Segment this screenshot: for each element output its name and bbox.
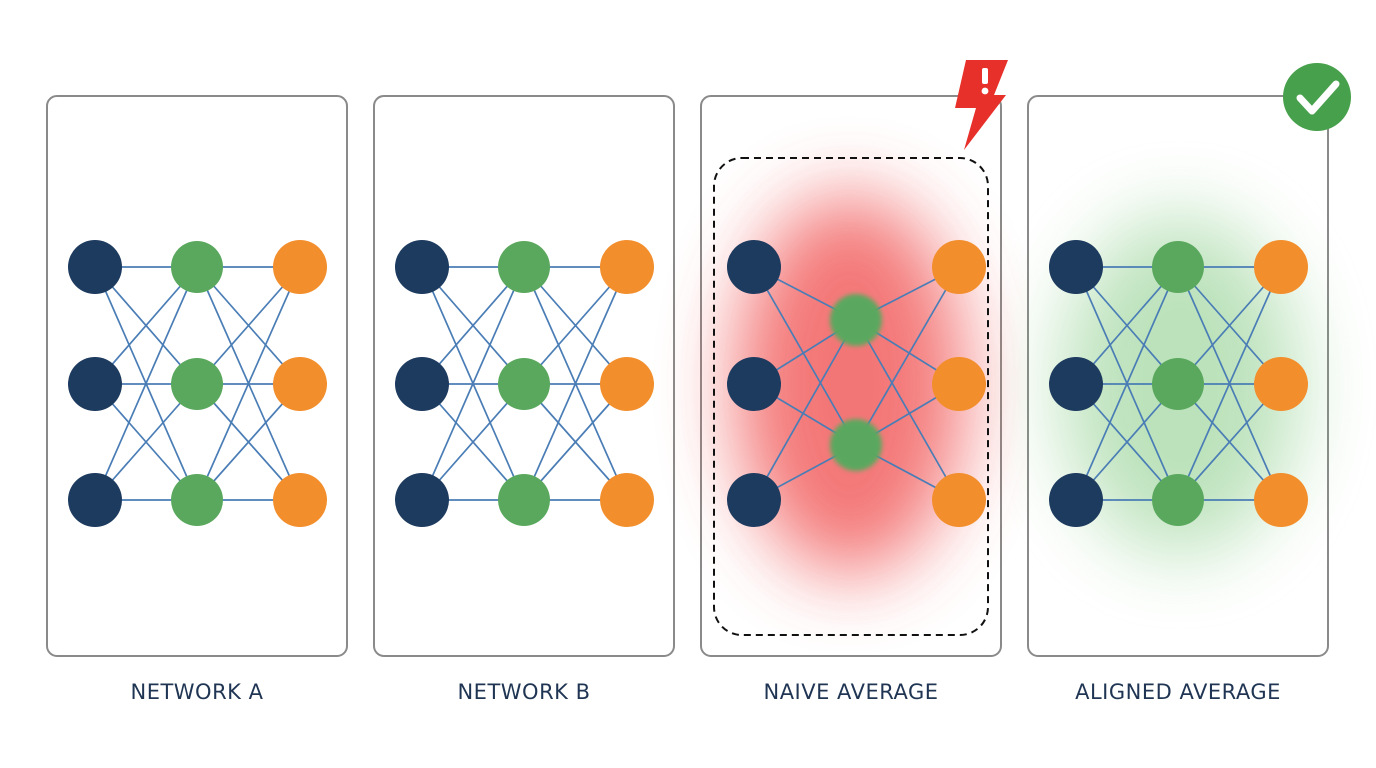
input-node (395, 357, 449, 411)
input-node (68, 357, 122, 411)
input-node (395, 240, 449, 294)
edge (196, 266, 301, 501)
aligned-average-graph (1049, 240, 1308, 527)
output-node (1254, 473, 1308, 527)
caption-network-a: NETWORK A (130, 680, 264, 704)
edge (1075, 266, 1179, 501)
output-node (600, 357, 654, 411)
input-node (68, 473, 122, 527)
edge (855, 266, 960, 446)
check-circle-icon (1283, 63, 1351, 131)
caption-aligned-average: ALIGNED AVERAGE (1075, 680, 1281, 704)
warning-lightning-icon (955, 60, 1008, 150)
hidden-node (171, 358, 223, 410)
hidden-node (171, 474, 223, 526)
output-node (600, 240, 654, 294)
output-node (932, 357, 986, 411)
input-node (395, 473, 449, 527)
output-node (273, 357, 327, 411)
naive-average-graph (727, 240, 986, 527)
edge (855, 319, 960, 501)
output-node (932, 473, 986, 527)
output-node (273, 240, 327, 294)
edge (94, 266, 198, 501)
hidden-node (171, 241, 223, 293)
output-node (600, 473, 654, 527)
input-node (727, 240, 781, 294)
input-node (1049, 357, 1103, 411)
input-node (1049, 240, 1103, 294)
dashed-highlight-box (713, 157, 989, 636)
edge (421, 266, 525, 501)
input-node (68, 240, 122, 294)
network-b-graph (395, 240, 654, 527)
hidden-node (1152, 474, 1204, 526)
hidden-node (1152, 241, 1204, 293)
output-node (1254, 357, 1308, 411)
input-node (1049, 473, 1103, 527)
input-node (727, 357, 781, 411)
edge (1177, 266, 1282, 501)
hidden-node (498, 241, 550, 293)
hidden-node (498, 474, 550, 526)
hidden-node (1152, 358, 1204, 410)
caption-network-b: NETWORK B (457, 680, 591, 704)
output-node (273, 473, 327, 527)
hidden-node (498, 358, 550, 410)
input-node (727, 473, 781, 527)
hidden-node (830, 419, 882, 471)
edge (753, 266, 857, 446)
edge (753, 319, 857, 501)
hidden-node (830, 294, 882, 346)
caption-naive-average: NAIVE AVERAGE (763, 680, 939, 704)
network-a-graph (68, 240, 327, 527)
output-node (1254, 240, 1308, 294)
edge (523, 266, 628, 501)
output-node (932, 240, 986, 294)
